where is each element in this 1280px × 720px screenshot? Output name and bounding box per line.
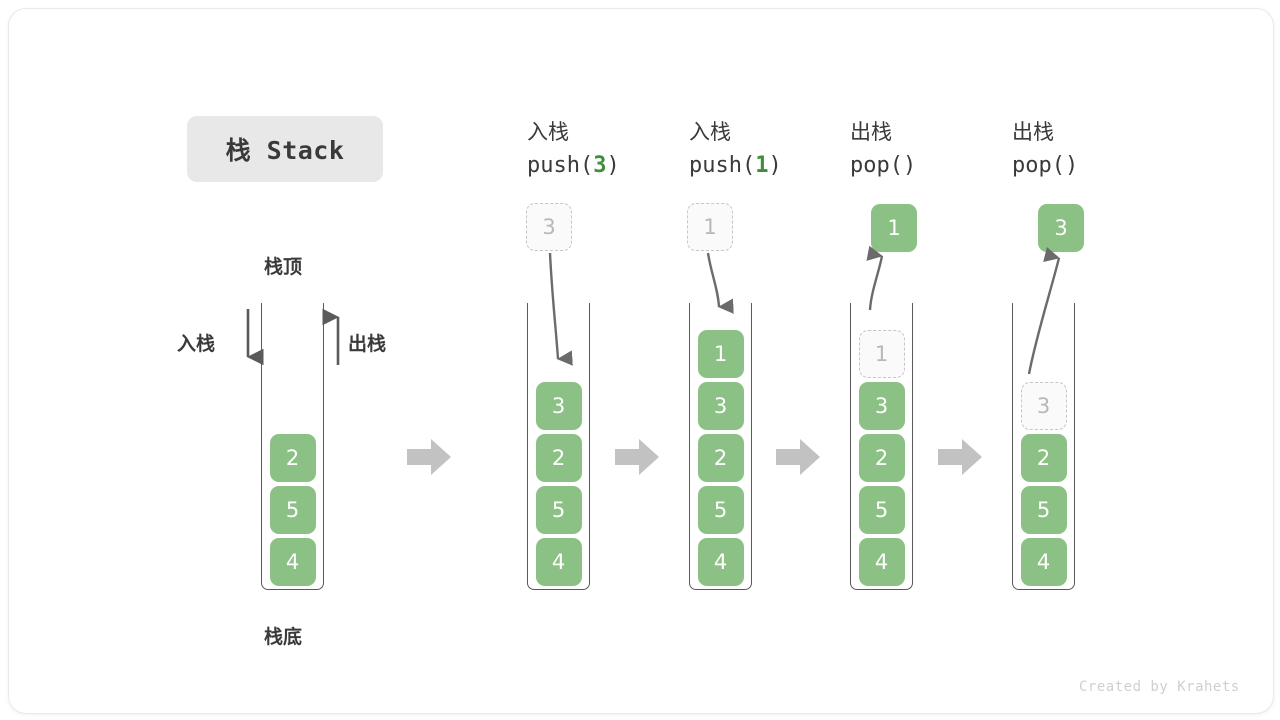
pop-motion-arrow <box>866 245 884 311</box>
stack-cell: 4 <box>535 538 582 586</box>
flow-arrow <box>615 439 659 475</box>
stage-op-code: pop() <box>1012 149 1078 183</box>
push-direction-arrow <box>246 309 264 366</box>
removed-element-ghost: 3 <box>1020 382 1067 430</box>
push-motion-arrow <box>706 252 734 314</box>
popped-element: 3 <box>1038 204 1084 252</box>
code-prefix: push( <box>527 153 594 178</box>
push-direction-label: 入栈 <box>177 333 216 355</box>
code-suffix: ) <box>768 153 782 178</box>
stack-cell: 5 <box>697 486 744 534</box>
code-suffix: ) <box>1064 153 1079 178</box>
popped-element: 1 <box>871 204 917 252</box>
stack-column-push-3: 3 2 5 4 <box>527 303 590 590</box>
stack-cell: 3 <box>535 382 582 430</box>
stack-cell: 5 <box>269 486 316 534</box>
pop-motion-arrow <box>1027 247 1061 375</box>
flow-arrow <box>776 439 820 475</box>
stage-header-push-1: 入栈 push(1) <box>689 115 782 183</box>
stage-op-cn: 入栈 <box>689 120 731 144</box>
pop-direction-arrow <box>322 308 340 365</box>
stack-column-initial: 2 5 4 <box>261 303 324 590</box>
stack-cell: 3 <box>697 382 744 430</box>
stage-op-cn: 入栈 <box>527 120 569 144</box>
code-prefix: pop( <box>1012 153 1065 178</box>
stack-cell: 5 <box>535 486 582 534</box>
stack-cell: 4 <box>697 538 744 586</box>
flow-arrow <box>407 439 451 475</box>
stack-bottom-label: 栈底 <box>264 626 303 648</box>
code-arg: 3 <box>593 153 607 178</box>
stage-op-code: push(1) <box>689 149 782 183</box>
pop-direction-label: 出栈 <box>348 333 387 355</box>
stack-cell: 2 <box>269 434 316 482</box>
stack-cell: 1 <box>697 330 744 378</box>
flow-arrow <box>938 439 982 475</box>
stage-header-pop-3: 出栈 pop() <box>1012 115 1078 183</box>
stack-cell: 4 <box>858 538 905 586</box>
code-prefix: push( <box>689 153 756 178</box>
code-suffix: ) <box>606 153 620 178</box>
stack-cell: 5 <box>1020 486 1067 534</box>
stage-op-code: pop() <box>850 149 916 183</box>
stack-top-label: 栈顶 <box>264 256 303 278</box>
stack-container: 3 2 5 4 <box>1012 303 1075 590</box>
stage-header-pop-1: 出栈 pop() <box>850 115 916 183</box>
code-prefix: pop( <box>850 153 903 178</box>
stack-container: 2 5 4 <box>261 303 324 590</box>
stack-column-pop-1: 1 3 2 5 4 <box>850 303 913 590</box>
watermark-credit: Created by Krahets <box>1079 679 1240 695</box>
stack-column-push-1: 1 3 2 5 4 <box>689 303 752 590</box>
stage-op-code: push(3) <box>527 149 620 183</box>
stack-cell: 2 <box>535 434 582 482</box>
stack-column-pop-3: 3 2 5 4 <box>1012 303 1075 590</box>
title-badge: 栈 Stack <box>187 116 383 182</box>
incoming-element-ghost: 1 <box>687 203 733 251</box>
stack-container: 1 3 2 5 4 <box>689 303 752 590</box>
stack-cell: 2 <box>697 434 744 482</box>
stack-cell: 5 <box>858 486 905 534</box>
stack-container: 3 2 5 4 <box>527 303 590 590</box>
stack-container: 1 3 2 5 4 <box>850 303 913 590</box>
stack-cell: 4 <box>1020 538 1067 586</box>
stage-op-cn: 出栈 <box>850 120 892 144</box>
incoming-element-ghost: 3 <box>526 203 572 251</box>
code-suffix: ) <box>902 153 917 178</box>
code-arg: 1 <box>755 153 769 178</box>
removed-element-ghost: 1 <box>858 330 905 378</box>
stack-cell: 3 <box>858 382 905 430</box>
stage-op-cn: 出栈 <box>1012 120 1054 144</box>
push-motion-arrow <box>548 252 573 366</box>
stack-cell: 2 <box>858 434 905 482</box>
diagram-canvas: 栈 Stack 栈顶 栈底 入栈 出栈 2 5 4 入栈 <box>8 8 1274 714</box>
stack-cell: 4 <box>269 538 316 586</box>
stage-header-push-3: 入栈 push(3) <box>527 115 620 183</box>
stack-cell: 2 <box>1020 434 1067 482</box>
